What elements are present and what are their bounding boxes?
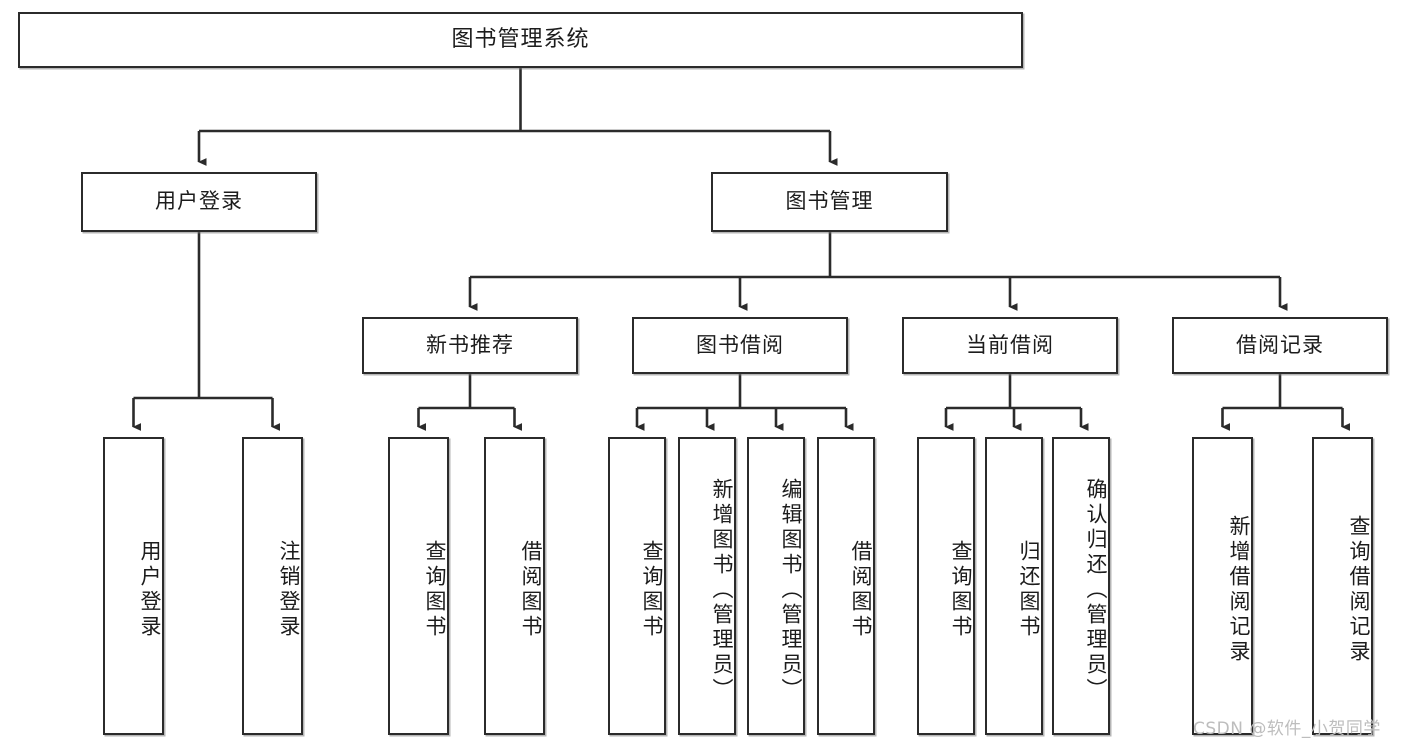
node-root[interactable]: 图书管理系统 — [18, 12, 1023, 68]
node-new-book-recommend[interactable]: 新书推荐 — [362, 317, 578, 374]
leaf-user-login[interactable]: 用户登录 — [103, 437, 164, 735]
node-book-management[interactable]: 图书管理 — [711, 172, 948, 232]
leaf-logout-login[interactable]: 注销登录 — [242, 437, 303, 735]
leaf-return-book[interactable]: 归还图书 — [985, 437, 1043, 735]
leaf-edit-book-admin[interactable]: 编辑图书（管理员） — [747, 437, 805, 735]
leaf-borrow-book-recommend[interactable]: 借阅图书 — [484, 437, 545, 735]
leaf-add-borrow-record[interactable]: 新增借阅记录 — [1192, 437, 1253, 735]
leaf-add-book-admin[interactable]: 新增图书（管理员） — [678, 437, 736, 735]
leaf-query-borrow-record[interactable]: 查询借阅记录 — [1312, 437, 1373, 735]
leaf-confirm-return-admin[interactable]: 确认归还（管理员） — [1052, 437, 1110, 735]
node-user-login[interactable]: 用户登录 — [81, 172, 317, 232]
node-book-borrow[interactable]: 图书借阅 — [632, 317, 848, 374]
node-current-borrow[interactable]: 当前借阅 — [902, 317, 1118, 374]
leaf-query-book-current[interactable]: 查询图书 — [917, 437, 975, 735]
leaf-query-book-borrow[interactable]: 查询图书 — [608, 437, 666, 735]
node-borrow-record[interactable]: 借阅记录 — [1172, 317, 1388, 374]
leaf-borrow-book[interactable]: 借阅图书 — [817, 437, 875, 735]
leaf-query-book-recommend[interactable]: 查询图书 — [388, 437, 449, 735]
csdn-watermark: CSDN @软件_小贺同学 — [1193, 719, 1381, 739]
